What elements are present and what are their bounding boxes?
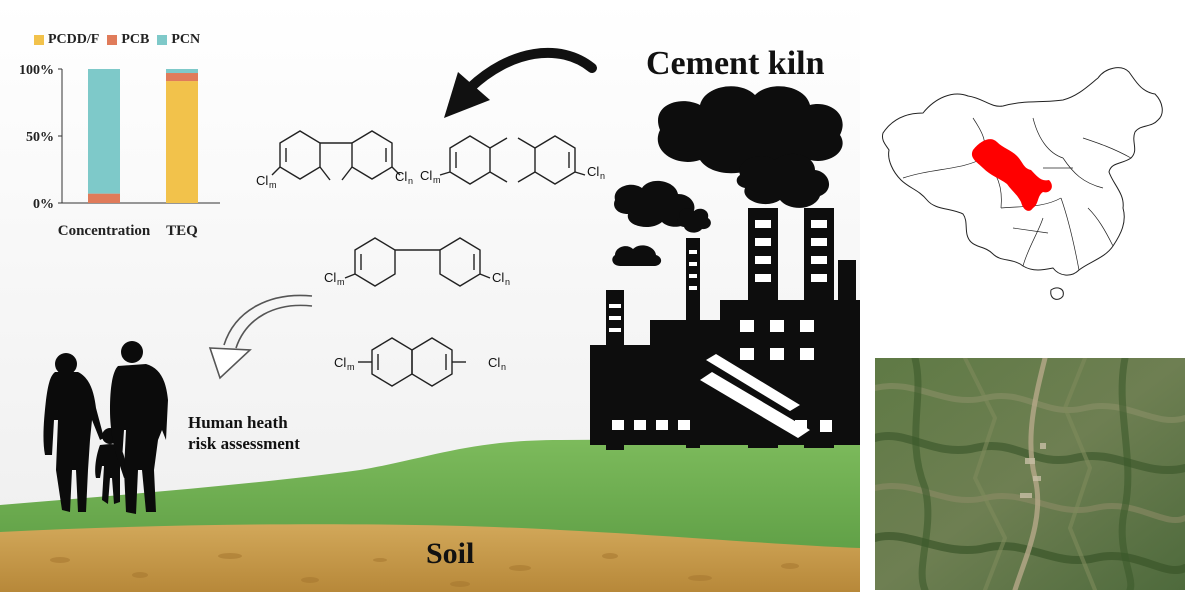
- cl-label: Cl: [324, 270, 336, 285]
- bar-segment: [166, 81, 198, 203]
- y-tick-label: 0%: [33, 197, 54, 212]
- y-tick-label: 100%: [19, 63, 54, 78]
- legend-swatch: [34, 35, 44, 45]
- health-risk-line1: Human heath: [188, 413, 288, 432]
- settlement-patches: [1020, 443, 1046, 498]
- smoke-cloud-large: [657, 86, 843, 174]
- x-tick-label: TEQ: [166, 223, 198, 239]
- family-silhouette: [43, 341, 168, 514]
- cl-sub-m: m: [337, 277, 345, 287]
- health-risk-line2: risk assessment: [188, 434, 300, 453]
- soil-texture: [50, 553, 799, 587]
- soil-layer: [0, 524, 860, 592]
- bar-segment: [88, 193, 120, 203]
- molecule-labels: Cl m Cl n Cl m Cl n Cl m Cl n Cl m Cl n: [256, 164, 605, 372]
- cl-sub-m: m: [433, 175, 441, 185]
- cl-label: Cl: [587, 164, 599, 179]
- legend-item-pcb: PCB: [107, 32, 149, 48]
- legend-item-pcdd: PCDD/F: [34, 32, 99, 48]
- smoke-cloud-small: [614, 180, 695, 228]
- cl-sub-n: n: [408, 176, 413, 186]
- cl-label: Cl: [256, 173, 268, 188]
- chart-legend: PCDD/F PCB PCN: [34, 31, 208, 49]
- bar-segment: [166, 69, 198, 74]
- molecule-dibenzofuran: [271, 130, 401, 181]
- cl-sub-n: n: [505, 277, 510, 287]
- cl-sub-n: n: [600, 171, 605, 181]
- legend-swatch: [107, 35, 118, 45]
- bar-segment: [166, 73, 198, 82]
- cl-sub-n: n: [501, 362, 506, 372]
- exposure-arrow: [208, 294, 313, 380]
- molecule-naphthalene: [358, 337, 466, 387]
- legend-label: PCDD/F: [48, 32, 100, 47]
- cement-kiln-title: Cement kiln: [646, 45, 825, 82]
- health-risk-label: Human heath risk assessment: [188, 412, 300, 454]
- smoke-cloud-tiny: [612, 245, 662, 266]
- cl-label: Cl: [395, 169, 407, 184]
- molecule-biphenyl: [344, 237, 491, 287]
- molecule-dibenzodioxin: [439, 135, 586, 185]
- satellite-image: [875, 358, 1185, 590]
- hainan-island: [1050, 287, 1064, 300]
- scene-illustration: Cl m Cl n Cl m Cl n Cl m Cl n Cl m Cl n: [0, 0, 860, 592]
- cl-sub-m: m: [269, 180, 277, 190]
- cl-label: Cl: [488, 355, 500, 370]
- soil-label: Soil: [426, 537, 475, 570]
- x-tick-label: Concentration: [58, 223, 151, 239]
- legend-label: PCB: [121, 32, 150, 47]
- bar-segment: [88, 69, 120, 194]
- legend-swatch: [157, 35, 168, 45]
- y-tick-label: 50%: [26, 130, 54, 145]
- smoke-puff: [677, 208, 711, 233]
- cl-label: Cl: [492, 270, 504, 285]
- emission-arrow: [444, 47, 597, 118]
- legend-label: PCN: [171, 32, 201, 47]
- china-map: [882, 67, 1163, 300]
- factory-windows: [609, 220, 832, 438]
- stacked-bar-chart: 0% 50% 100% Concentration TEQ: [19, 63, 220, 239]
- terrain-ridges: [875, 358, 1185, 590]
- cl-sub-m: m: [347, 362, 355, 372]
- legend-item-pcn: PCN: [157, 32, 200, 48]
- highlighted-province: [971, 139, 1052, 211]
- smoke-cloud-medium: [736, 153, 830, 208]
- cl-label: Cl: [334, 355, 346, 370]
- cl-label: Cl: [420, 168, 432, 183]
